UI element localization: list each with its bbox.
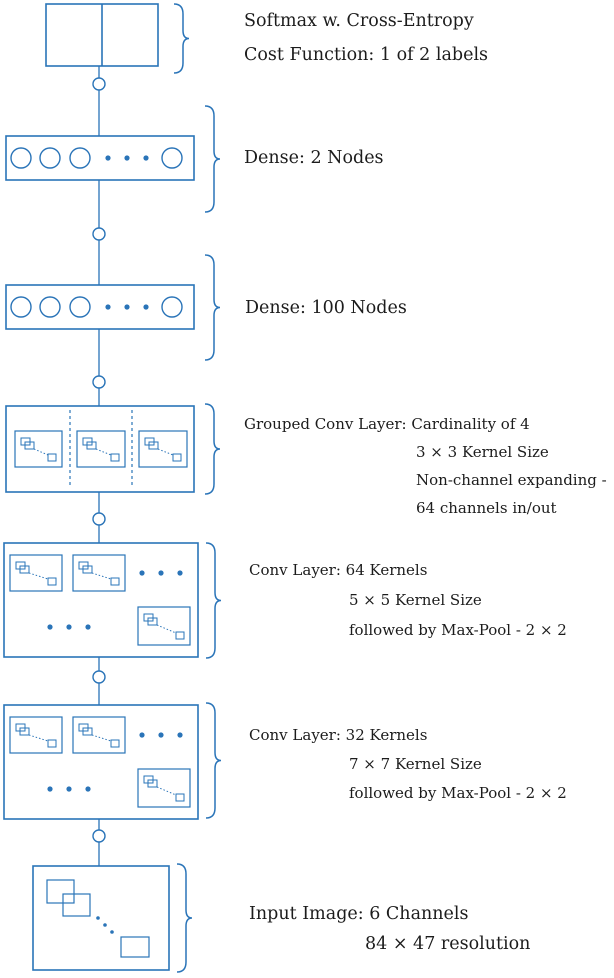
dense-2-node-3 — [69, 147, 91, 169]
conv-64-brace — [205, 542, 222, 659]
conv-64-bottom-ellipsis-dot-1 — [47, 624, 53, 630]
conv-32-bottom-ellipsis-dot-1 — [47, 786, 53, 792]
dense-100-label: Dense: 100 Nodes — [245, 298, 407, 318]
conv-32-label-line-3: followed by Max-Pool - 2 × 2 — [349, 784, 567, 802]
conv-32-brace — [205, 702, 222, 819]
dense-2-node-last — [161, 147, 183, 169]
input-box — [32, 865, 170, 971]
conv-64-kernel-1-square-b — [19, 565, 30, 574]
conv-32-kernel-2-frame — [72, 716, 126, 754]
grouped-conv-kernel-2-square-b — [86, 441, 97, 450]
conv-32-bottom-ellipsis-dot-2 — [66, 786, 72, 792]
connector-node-3 — [92, 375, 106, 389]
conv-32-top-ellipsis-dot-1 — [139, 732, 145, 738]
grouped-conv-kernel-1-frame — [14, 430, 63, 468]
conv-64-kernel-last-square-b — [147, 617, 158, 626]
conv-64-label-line-1: Conv Layer: 64 Kernels — [249, 561, 428, 579]
connector-node-5 — [92, 670, 106, 684]
conv-64-kernel-2-square-c — [110, 577, 120, 586]
conv-64-bottom-ellipsis-dot-3 — [85, 624, 91, 630]
connector-node-1 — [92, 77, 106, 91]
conv-32-top-ellipsis-dot-3 — [177, 732, 183, 738]
grouped-conv-kernel-1-square-c — [47, 453, 57, 462]
input-label-line-2: 84 × 47 resolution — [365, 934, 531, 954]
conv-32-kernel-last-square-c — [175, 793, 185, 802]
grouped-conv-kernel-3-frame — [138, 430, 188, 468]
connector-node-2 — [92, 227, 106, 241]
dense-100-ellipsis-dot-1 — [105, 304, 111, 310]
conv-32-label-line-2: 7 × 7 Kernel Size — [349, 755, 482, 773]
input-ellipsis-dot-2 — [103, 923, 107, 927]
dense-2-box — [5, 135, 195, 181]
conv-64-kernel-1-frame — [9, 554, 63, 592]
grouped-conv-kernel-2-square-c — [110, 453, 120, 462]
input-channel-square-b — [62, 893, 91, 917]
dense-2-node-2 — [39, 147, 61, 169]
dense-100-node-1 — [10, 296, 32, 318]
softmax-label-line-2: Cost Function: 1 of 2 labels — [244, 45, 489, 65]
grouped-conv-kernel-1-square-b — [24, 441, 35, 450]
grouped-conv-kernel-2-frame — [76, 430, 126, 468]
grouped-conv-kernel-3-dotted-link — [157, 448, 174, 456]
dense-2-ellipsis-dot-3 — [143, 155, 149, 161]
dense-100-brace — [204, 254, 221, 361]
dense-100-node-2 — [39, 296, 61, 318]
conv-64-top-ellipsis-dot-1 — [139, 570, 145, 576]
input-label-line-1: Input Image: 6 Channels — [249, 904, 469, 924]
grouped-conv-kernel-3-square-c — [172, 453, 182, 462]
grouped-conv-kernel-3-square-b — [148, 441, 159, 450]
conv-32-top-ellipsis-dot-2 — [158, 732, 164, 738]
input-channel-square-a — [46, 879, 75, 904]
input-ellipsis-dot-3 — [110, 930, 114, 934]
input-channel-square-last — [120, 936, 150, 958]
grouped-conv-label-line-4: 64 channels in/out — [416, 499, 557, 517]
grouped-conv-brace — [204, 403, 221, 495]
conv-64-label-line-2: 5 × 5 Kernel Size — [349, 591, 482, 609]
conv-32-kernel-2-square-c — [110, 739, 120, 748]
input-ellipsis-dot-1 — [96, 916, 100, 920]
dense-2-node-1 — [10, 147, 32, 169]
conv-64-kernel-last-square-c — [175, 631, 185, 640]
conv-64-label-line-3: followed by Max-Pool - 2 × 2 — [349, 621, 567, 639]
conv-64-top-ellipsis-dot-2 — [158, 570, 164, 576]
conv-32-kernel-1-square-c — [47, 739, 57, 748]
conv-64-kernel-2-square-b — [82, 565, 93, 574]
grouped-conv-kernel-2-dotted-link — [95, 448, 112, 456]
softmax-label-line-1: Softmax w. Cross-Entropy — [244, 11, 474, 31]
dense-100-node-last — [161, 296, 183, 318]
softmax-brace — [173, 3, 190, 74]
dense-100-ellipsis-dot-3 — [143, 304, 149, 310]
connector-node-6 — [92, 829, 106, 843]
grouped-conv-label-line-2: 3 × 3 Kernel Size — [416, 443, 549, 461]
grouped-conv-kernel-1-dotted-link — [33, 448, 49, 456]
dense-2-brace — [204, 105, 221, 213]
dense-2-ellipsis-dot-2 — [124, 155, 130, 161]
dense-100-node-3 — [69, 296, 91, 318]
conv-64-top-ellipsis-dot-3 — [177, 570, 183, 576]
conv-32-label-line-1: Conv Layer: 32 Kernels — [249, 726, 428, 744]
dense-2-ellipsis-dot-1 — [105, 155, 111, 161]
dense-100-box — [5, 284, 195, 330]
conv-32-kernel-1-frame — [9, 716, 63, 754]
conv-64-bottom-ellipsis-dot-2 — [66, 624, 72, 630]
conv-32-kernel-2-square-b — [82, 727, 93, 736]
conv-32-kernel-1-square-b — [19, 727, 30, 736]
grouped-conv-label-line-1: Grouped Conv Layer: Cardinality of 4 — [244, 415, 530, 433]
dense-2-label: Dense: 2 Nodes — [244, 148, 384, 168]
dense-100-ellipsis-dot-2 — [124, 304, 130, 310]
input-brace — [176, 863, 193, 973]
connector-node-4 — [92, 512, 106, 526]
grouped-conv-label-line-3: Non-channel expanding - — [416, 471, 607, 489]
conv-64-kernel-1-square-c — [47, 577, 57, 586]
conv-32-bottom-ellipsis-dot-3 — [85, 786, 91, 792]
conv-32-kernel-last-square-b — [147, 779, 158, 788]
conv-64-kernel-2-frame — [72, 554, 126, 592]
